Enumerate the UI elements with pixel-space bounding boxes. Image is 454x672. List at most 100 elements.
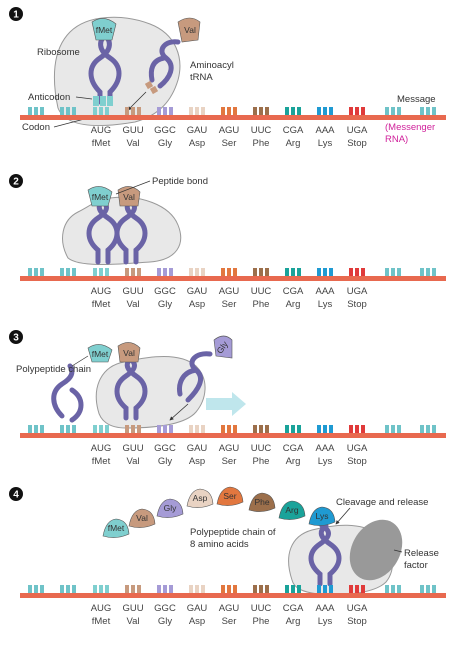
codon-label: GAU — [187, 603, 208, 614]
amino-acid-label: Ser — [222, 138, 237, 149]
mrna-backbone — [20, 115, 446, 120]
mrna-base — [60, 585, 64, 593]
amino-val-shape — [177, 17, 201, 43]
mrna-base — [201, 107, 205, 115]
mrna-base — [131, 268, 135, 276]
mrna-base — [391, 107, 395, 115]
amino-acid-label: Val — [126, 456, 139, 467]
mrna-base — [34, 268, 38, 276]
mrna-base — [93, 425, 97, 433]
mrna-base — [105, 585, 109, 593]
trna-released — [51, 363, 84, 423]
mrna-base — [227, 585, 231, 593]
mrna-base — [72, 268, 76, 276]
amino-acid-label: Ser — [222, 456, 237, 467]
amino-acid-label: Asp — [189, 138, 205, 149]
mrna-base — [195, 585, 199, 593]
amino-acid-label: Asp — [189, 299, 205, 310]
mrna-base — [291, 585, 295, 593]
mrna-base — [34, 585, 38, 593]
mrna-base — [329, 425, 333, 433]
mrna-base — [391, 268, 395, 276]
mrna-base — [355, 107, 359, 115]
mrna-base — [233, 425, 237, 433]
mrna-base — [125, 425, 129, 433]
mrna-base — [385, 425, 389, 433]
mrna-base — [34, 107, 38, 115]
amino-gly-shape — [213, 335, 233, 359]
codon-label: UUC — [251, 286, 272, 297]
amino-acid-label: Stop — [347, 299, 367, 310]
chain-residue-ser — [216, 486, 244, 506]
ribosome — [62, 196, 182, 265]
step-1-number-badge — [9, 7, 23, 21]
mrna-base — [420, 425, 424, 433]
mrna-base — [105, 107, 109, 115]
codon-label: AAA — [315, 443, 335, 454]
mrna-backbone — [20, 276, 446, 281]
amino-fmet-label: fMet — [92, 349, 109, 359]
mrna-base — [28, 107, 32, 115]
ribosome — [95, 356, 206, 429]
ribosome-movement-arrow — [206, 392, 246, 416]
ribosome-label: Ribosome — [37, 47, 80, 58]
mrna-base — [169, 107, 173, 115]
mrna-base — [391, 425, 395, 433]
mrna-base — [72, 107, 76, 115]
mrna-base — [105, 425, 109, 433]
release-factor-shape — [349, 519, 403, 581]
amino-acid-label: Ser — [222, 616, 237, 627]
amino-acid-label: Arg — [286, 456, 301, 467]
mrna-base — [265, 107, 269, 115]
chain-residue-gly — [156, 498, 184, 518]
mrna-base — [28, 268, 32, 276]
mrna-base — [432, 268, 436, 276]
mrna-base — [131, 585, 135, 593]
polypeptide-leader — [71, 355, 89, 367]
mrna-base — [361, 107, 365, 115]
cleavage-label: Cleavage and release — [336, 497, 428, 508]
codon-label: UGA — [347, 603, 368, 614]
mrna-base — [201, 268, 205, 276]
codon-label: GUU — [122, 603, 143, 614]
mrna-base — [285, 585, 289, 593]
mrna-base — [157, 585, 161, 593]
mrna-base — [137, 268, 141, 276]
amino-fmet-shape — [87, 186, 113, 207]
mrna-base — [391, 585, 395, 593]
codon-label: GGC — [154, 286, 176, 297]
codon-label: UUC — [251, 603, 272, 614]
amino-acid-label: Phe — [253, 299, 270, 310]
mrna-base — [323, 585, 327, 593]
mrna-strand-4: AUGfMetGUUValGGCGlyGAUAspAGUSerUUCPheCGA… — [20, 585, 446, 627]
mrna-base — [361, 585, 365, 593]
codon-label: UUC — [251, 125, 272, 136]
step-4-number: 4 — [13, 490, 19, 501]
release-factor-leader — [393, 549, 403, 553]
step-2-number: 2 — [13, 177, 19, 188]
mrna-base — [259, 585, 263, 593]
amino-acid-label: Val — [126, 138, 139, 149]
amino-acid-label: Asp — [189, 456, 205, 467]
mrna-base — [259, 107, 263, 115]
mrna-base — [323, 425, 327, 433]
mrna-base — [137, 425, 141, 433]
amino-acid-label: Lys — [318, 616, 333, 627]
codon-label: CGA — [283, 603, 304, 614]
amino-acid-label: Lys — [318, 138, 333, 149]
aminoacyl-label-1: Aminoacyl — [190, 60, 234, 71]
mrna-base — [40, 585, 44, 593]
mrna-base — [426, 268, 430, 276]
peptide-bond-leader — [115, 180, 151, 195]
mrna-base — [397, 107, 401, 115]
messenger-label-1: (Messenger — [385, 122, 435, 133]
mrna-base — [265, 268, 269, 276]
anticodon-base — [144, 80, 154, 90]
mrna-base — [361, 268, 365, 276]
mrna-base — [253, 268, 257, 276]
mrna-base — [125, 585, 129, 593]
amino-acid-label: fMet — [92, 616, 111, 627]
mrna-base — [317, 107, 321, 115]
trna-val — [114, 355, 148, 421]
mrna-base — [66, 425, 70, 433]
